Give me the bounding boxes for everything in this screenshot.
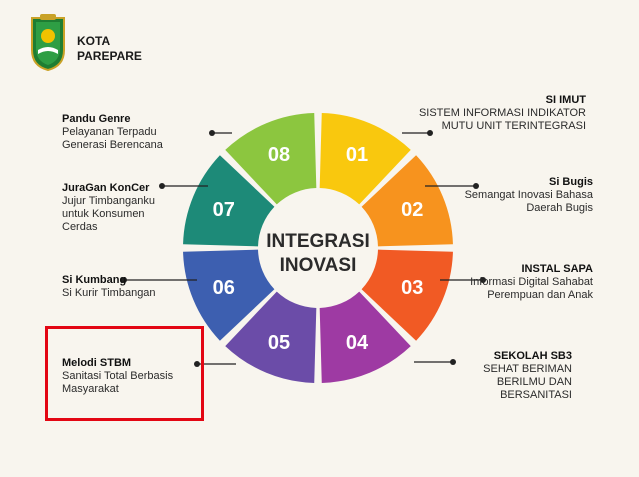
- city-name: KOTA PAREPARE: [77, 34, 142, 64]
- label-03-desc: Informasi Digital Sahabat Perempuan dan …: [470, 276, 593, 301]
- connector-08: [209, 130, 232, 136]
- segment-number-04: 04: [346, 332, 369, 354]
- segment-04: [319, 291, 411, 383]
- label-03-title: INSTAL SAPA: [521, 263, 593, 275]
- segment-number-05: 05: [268, 332, 290, 354]
- connector-06: [121, 277, 197, 283]
- segment-number-06: 06: [213, 277, 235, 299]
- connector-03: [440, 277, 486, 283]
- center-title-line2: INOVASI: [280, 255, 357, 276]
- label-04-desc: SEHAT BERIMAN BERILMU DAN BERSANITASI: [483, 363, 572, 401]
- label-01-desc: SISTEM INFORMASI INDIKATOR MUTU UNIT TER…: [418, 107, 586, 132]
- label-02: Si Bugis Semangat Inovasi Bahasa Daerah …: [433, 176, 593, 215]
- label-07-title: JuraGan KonCer: [62, 182, 150, 194]
- connector-02: [425, 183, 479, 189]
- label-04-title: SEKOLAH SB3: [493, 350, 572, 362]
- label-04: SEKOLAH SB3 SEHAT BERIMAN BERILMU DAN BE…: [452, 350, 572, 402]
- label-02-title: Si Bugis: [548, 176, 593, 188]
- connector-01: [402, 130, 433, 136]
- label-08-desc: Pelayanan Terpadu Generasi Berencana: [62, 126, 163, 151]
- segment-02: [361, 155, 453, 247]
- center-title-line1: INTEGRASI: [266, 231, 369, 252]
- segment-05: [225, 291, 317, 383]
- segment-01: [319, 113, 411, 205]
- label-06: Si Kumbang Si Kurir Timbangan: [62, 274, 202, 300]
- segment-07: [183, 155, 275, 247]
- label-07-desc: Jujur Timbanganku untuk Konsumen Cerdas: [62, 195, 155, 233]
- connector-04: [414, 359, 456, 365]
- innovation-wheel: 01 02 03 04 05 06 07 08: [183, 113, 453, 383]
- segment-number-02: 02: [401, 199, 423, 221]
- label-01: SI IMUT SISTEM INFORMASI INDIKATOR MUTU …: [416, 94, 586, 133]
- segment-number-08: 08: [268, 144, 290, 166]
- city-name-line2: PAREPARE: [77, 49, 142, 63]
- label-05: Melodi STBM Sanitasi Total Berbasis Masy…: [62, 357, 197, 396]
- segment-number-07: 07: [213, 199, 235, 221]
- connector-lines: [121, 130, 486, 367]
- segment-08: [225, 113, 317, 205]
- highlight-box: [45, 326, 204, 421]
- label-06-title: Si Kumbang: [62, 274, 127, 286]
- label-08-title: Pandu Genre: [62, 113, 131, 125]
- label-01-title: SI IMUT: [545, 94, 586, 106]
- segment-03: [361, 249, 453, 341]
- segment-number-03: 03: [401, 277, 423, 299]
- label-07: JuraGan KonCer Jujur Timbanganku untuk K…: [62, 182, 182, 234]
- kota-parepare-emblem-icon: [31, 14, 65, 72]
- label-06-desc: Si Kurir Timbangan: [62, 287, 156, 299]
- city-name-line1: KOTA: [77, 34, 111, 48]
- segment-06: [183, 249, 275, 341]
- segment-number-01: 01: [346, 144, 368, 166]
- label-05-desc: Sanitasi Total Berbasis Masyarakat: [62, 370, 174, 395]
- connector-07: [159, 183, 208, 189]
- label-03: INSTAL SAPA Informasi Digital Sahabat Pe…: [443, 263, 593, 302]
- label-08: Pandu Genre Pelayanan Terpadu Generasi B…: [62, 113, 192, 152]
- label-02-desc: Semangat Inovasi Bahasa Daerah Bugis: [464, 189, 593, 214]
- label-05-title: Melodi STBM: [62, 357, 132, 369]
